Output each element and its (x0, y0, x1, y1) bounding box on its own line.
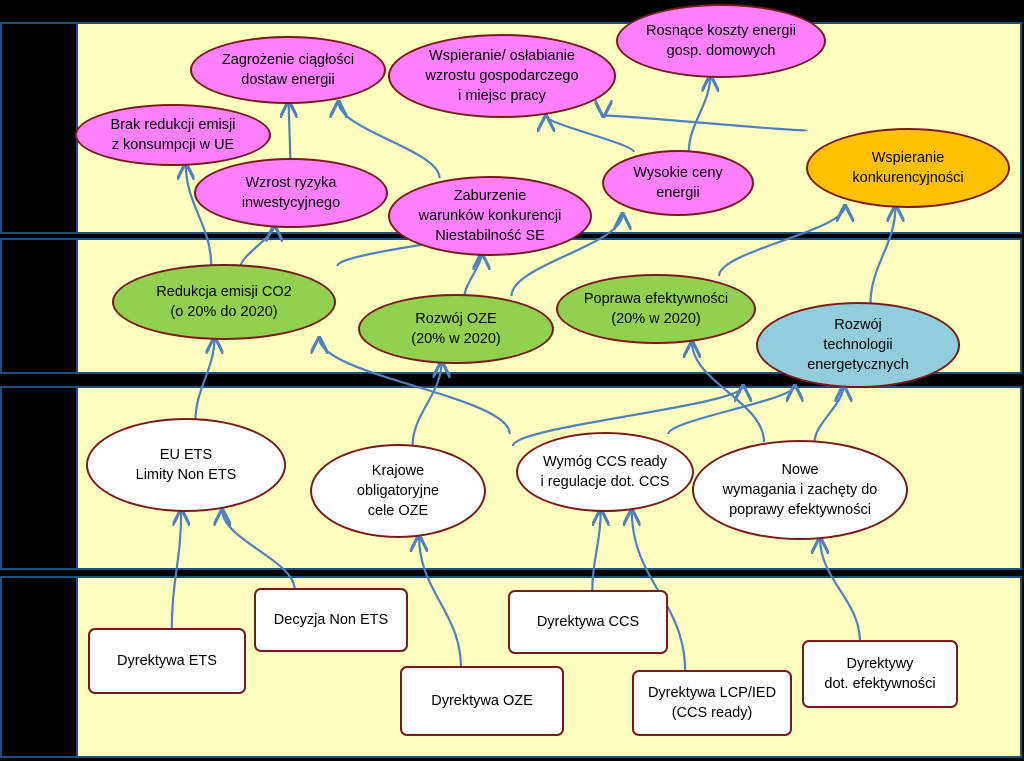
node-zaburzenie: Zaburzenie warunków konkurencji Niestabi… (388, 176, 592, 256)
node-rosnace-koszty: Rosnące koszty energii gosp. domowych (616, 4, 826, 78)
node-wspieranie-konk: Wspieranie konkurencyjności (806, 128, 1010, 208)
node-wspieranie-wzrostu: Wspieranie/ osłabianie wzrostu gospodarc… (388, 34, 616, 118)
node-dyrektywy-ef: Dyrektywy dot. efektywności (802, 640, 958, 708)
node-dyrektywa-ccs: Dyrektywa CCS (508, 590, 668, 654)
node-poprawa-ef: Poprawa efektywności (20% w 2020) (556, 274, 756, 344)
node-wymog-ccs: Wymóg CCS ready i regulacje dot. CCS (516, 432, 694, 512)
node-wysokie-ceny: Wysokie ceny energii (602, 150, 754, 216)
node-rozwoj-oze: Rozwój OZE (20% w 2020) (358, 294, 554, 364)
node-krajowe-cele: Krajowe obligatoryjne cele OZE (310, 444, 486, 538)
node-dyrektywa-oze: Dyrektywa OZE (400, 666, 564, 736)
band-label-effects (0, 238, 78, 374)
node-dyrektywa-ets: Dyrektywa ETS (88, 628, 246, 694)
band-label-policies (0, 386, 78, 570)
node-wzrost-ryzyka: Wzrost ryzyka inwestycyjnego (194, 158, 388, 228)
node-eu-ets: EU ETS Limity Non ETS (86, 418, 286, 512)
node-rozwoj-tech: Rozwój technologii energetycznych (756, 302, 960, 388)
node-dyrektywa-lcp: Dyrektywa LCP/IED (CCS ready) (632, 670, 792, 736)
node-zagrozenie: Zagrożenie ciągłości dostaw energii (190, 36, 386, 104)
node-redukcja-co2: Redukcja emisji CO2 (o 20% do 2020) (112, 264, 336, 340)
node-nowe-wymagania: Nowe wymagania i zachęty do poprawy efek… (692, 440, 908, 540)
band-label-legislation (0, 576, 78, 758)
band-label-impacts (0, 22, 78, 234)
node-brak-redukcji: Brak redukcji emisji z konsumpcji w UE (75, 104, 271, 166)
node-decyzja-non-ets: Decyzja Non ETS (254, 588, 408, 652)
